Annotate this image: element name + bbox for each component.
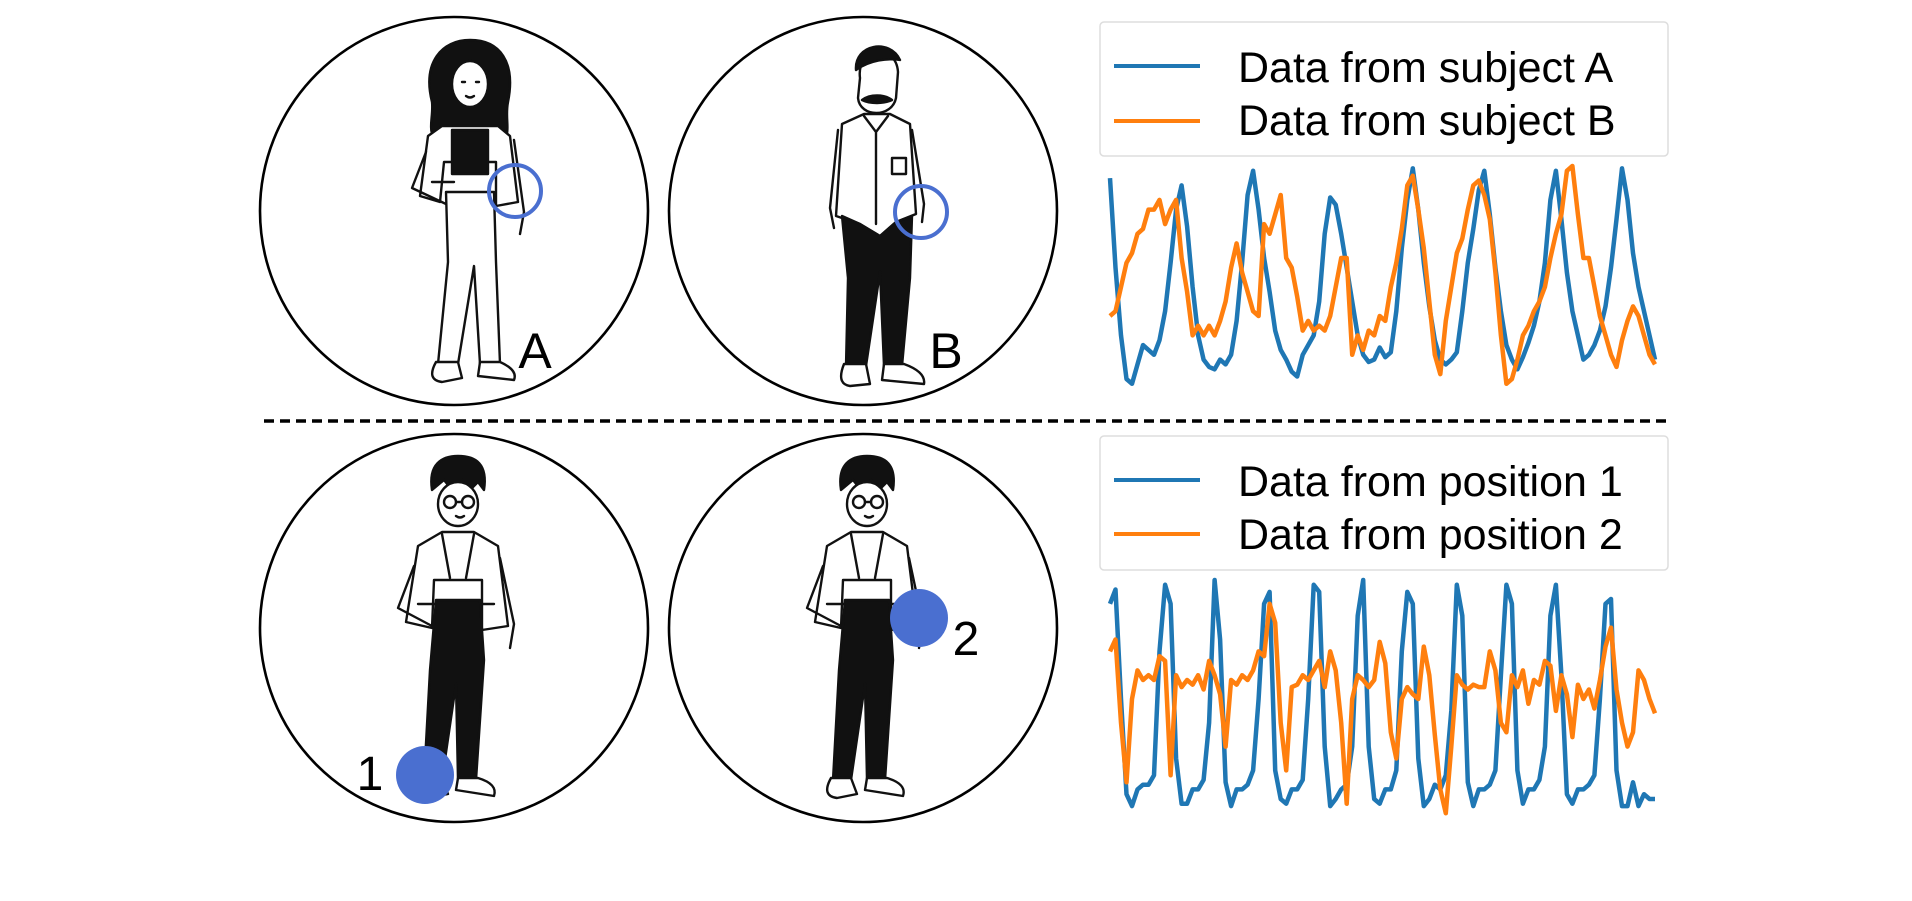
bottom-legend-box — [1099, 435, 1669, 571]
subject-b-panel: B — [667, 15, 1059, 407]
top-panel: A B Data from subject A Data from subjec… — [258, 15, 1669, 407]
series-line-subject-2 — [1108, 163, 1657, 387]
legend-label-subject-b: Data from subject B — [1238, 97, 1616, 145]
series-line-position-2 — [1107, 601, 1658, 816]
subject-a-panel: A — [258, 15, 650, 407]
top-legend-box — [1099, 21, 1669, 157]
subject-label-a: A — [518, 323, 552, 379]
legend-label-subject-a: Data from subject A — [1238, 44, 1614, 92]
wrist-sensor-dot-2 — [890, 589, 948, 647]
subject-label-b: B — [929, 323, 962, 379]
top-legend: Data from subject A Data from subject B — [1099, 21, 1669, 157]
bottom-legend: Data from position 1 Data from position … — [1099, 435, 1669, 571]
position-label-1: 1 — [357, 748, 384, 801]
position-1-panel: 1 — [258, 432, 650, 824]
position-label-2: 2 — [953, 613, 980, 666]
legend-label-position-1: Data from position 1 — [1238, 458, 1623, 506]
ankle-sensor-dot-1 — [396, 746, 454, 804]
series-line-subject-1 — [1107, 166, 1658, 387]
legend-label-position-2: Data from position 2 — [1238, 511, 1623, 559]
wrist-sensor-ring-a — [487, 163, 543, 219]
wrist-sensor-ring-b — [893, 184, 949, 240]
series-line-position-1 — [1107, 577, 1655, 809]
top-signal-chart — [1107, 163, 1658, 387]
bottom-signal-chart — [1107, 577, 1658, 816]
bottom-panel: 1 2 Data from position 1 Data from posit… — [258, 432, 1669, 824]
position-2-panel: 2 — [667, 432, 1059, 824]
